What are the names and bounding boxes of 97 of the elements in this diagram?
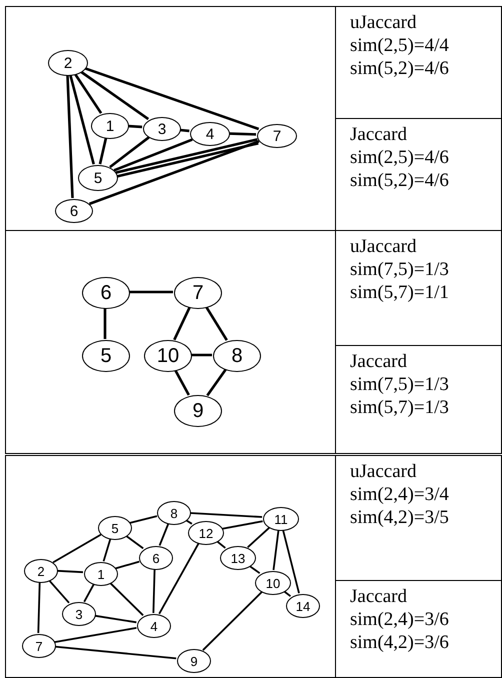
graph-edge	[69, 74, 95, 165]
graph-edge	[158, 542, 200, 614]
graph-edge	[84, 66, 260, 130]
graph-edge	[74, 73, 102, 114]
graph-edge	[185, 519, 192, 525]
graph-edge	[48, 580, 70, 604]
graph-edge	[191, 354, 212, 356]
similarity-value: sim(2,5)=4/6	[350, 146, 449, 169]
graph-node: 2	[24, 559, 58, 583]
graph-panel	[5, 6, 336, 231]
graph-node: 11	[263, 507, 299, 531]
graph-edge	[115, 560, 140, 570]
graph-panel	[5, 455, 336, 678]
graph-node: 7	[22, 634, 56, 658]
graph-edge	[102, 538, 112, 562]
graph-edge	[206, 368, 227, 396]
graph-edge	[129, 290, 173, 294]
graph-edge	[283, 590, 292, 597]
graph-node: 6	[139, 546, 173, 570]
graph-node: 4	[137, 614, 171, 638]
graph-edge	[222, 520, 263, 530]
graph-node: 7	[257, 124, 297, 148]
graph-edge	[80, 70, 150, 120]
similarity-value: sim(5,7)=1/3	[350, 396, 449, 419]
graph-edge	[52, 534, 102, 564]
graph-node: 8	[157, 501, 191, 525]
graph-edge	[202, 591, 263, 651]
graph-edge	[66, 74, 74, 198]
graph-node: 10	[144, 340, 192, 372]
similarity-value: sim(2,5)=4/4	[350, 34, 449, 57]
graph-node: 14	[286, 594, 320, 618]
metric-name: Jaccard	[350, 585, 407, 608]
graph-node: 2	[48, 50, 88, 76]
similarity-value: sim(2,4)=3/6	[350, 608, 449, 631]
graph-edge	[174, 369, 190, 396]
graph-node: 12	[188, 521, 224, 545]
graph-node: 6	[82, 277, 130, 309]
graph-node: 5	[82, 340, 130, 372]
graph-edge	[152, 568, 156, 614]
table-cell	[335, 455, 502, 581]
graph-edge	[104, 308, 106, 339]
graph-node: 1	[84, 562, 118, 586]
metric-name: uJaccard	[350, 11, 416, 34]
graph-panel	[5, 230, 336, 454]
similarity-value: sim(7,5)=1/3	[350, 373, 449, 396]
graph-edge	[37, 582, 41, 634]
graph-edge	[173, 306, 191, 340]
metric-name: Jaccard	[350, 350, 407, 373]
graph-edge	[88, 140, 260, 206]
similarity-value: sim(4,2)=3/5	[350, 506, 449, 529]
graph-edge	[98, 138, 108, 164]
graph-edge	[83, 584, 95, 602]
graph-edge	[180, 128, 190, 132]
similarity-value: sim(4,2)=3/6	[350, 631, 449, 654]
graph-node: 9	[174, 395, 222, 427]
graph-edge	[128, 124, 142, 128]
graph-edge	[272, 530, 280, 570]
graph-node: 10	[255, 571, 291, 595]
graph-edge	[228, 132, 256, 136]
graph-node: 6	[55, 199, 93, 223]
table-cell	[335, 345, 502, 454]
metric-name: Jaccard	[350, 123, 407, 146]
table-cell	[335, 580, 502, 678]
graph-node: 7	[174, 277, 222, 309]
metric-name: uJaccard	[350, 235, 416, 258]
graph-edge	[56, 570, 84, 574]
graph-edge	[114, 138, 193, 172]
similarity-value: sim(5,2)=4/6	[350, 169, 449, 192]
graph-edge	[130, 515, 158, 524]
graph-node: 13	[220, 546, 256, 570]
graph-edge	[248, 565, 260, 574]
graph-edge	[94, 614, 137, 624]
similarity-value: sim(5,7)=1/1	[350, 281, 449, 304]
graph-edge	[158, 523, 170, 546]
graph-edge	[54, 646, 176, 660]
graph-edge	[190, 512, 262, 518]
table-cell	[335, 6, 502, 119]
graph-node: 3	[143, 117, 181, 141]
graph-node: 5	[98, 516, 132, 540]
graph-node: 1	[91, 113, 129, 139]
graph-edge	[54, 627, 137, 643]
graph-edge	[109, 582, 144, 616]
graph-edge	[109, 136, 150, 168]
graph-edge	[216, 540, 226, 549]
graph-edge	[282, 530, 300, 594]
similarity-value: sim(7,5)=1/3	[350, 258, 449, 281]
graph-node: 5	[78, 165, 118, 191]
graph-edge	[205, 306, 228, 341]
graph-edge	[125, 534, 144, 550]
graph-node: 4	[190, 122, 230, 146]
graph-node: 9	[177, 649, 211, 673]
graph-node: 8	[213, 340, 261, 372]
metric-name: uJaccard	[350, 460, 416, 483]
similarity-value: sim(2,4)=3/4	[350, 483, 449, 506]
graph-node: 3	[62, 602, 96, 626]
similarity-value: sim(5,2)=4/6	[350, 57, 449, 80]
graph-edge	[247, 527, 270, 548]
